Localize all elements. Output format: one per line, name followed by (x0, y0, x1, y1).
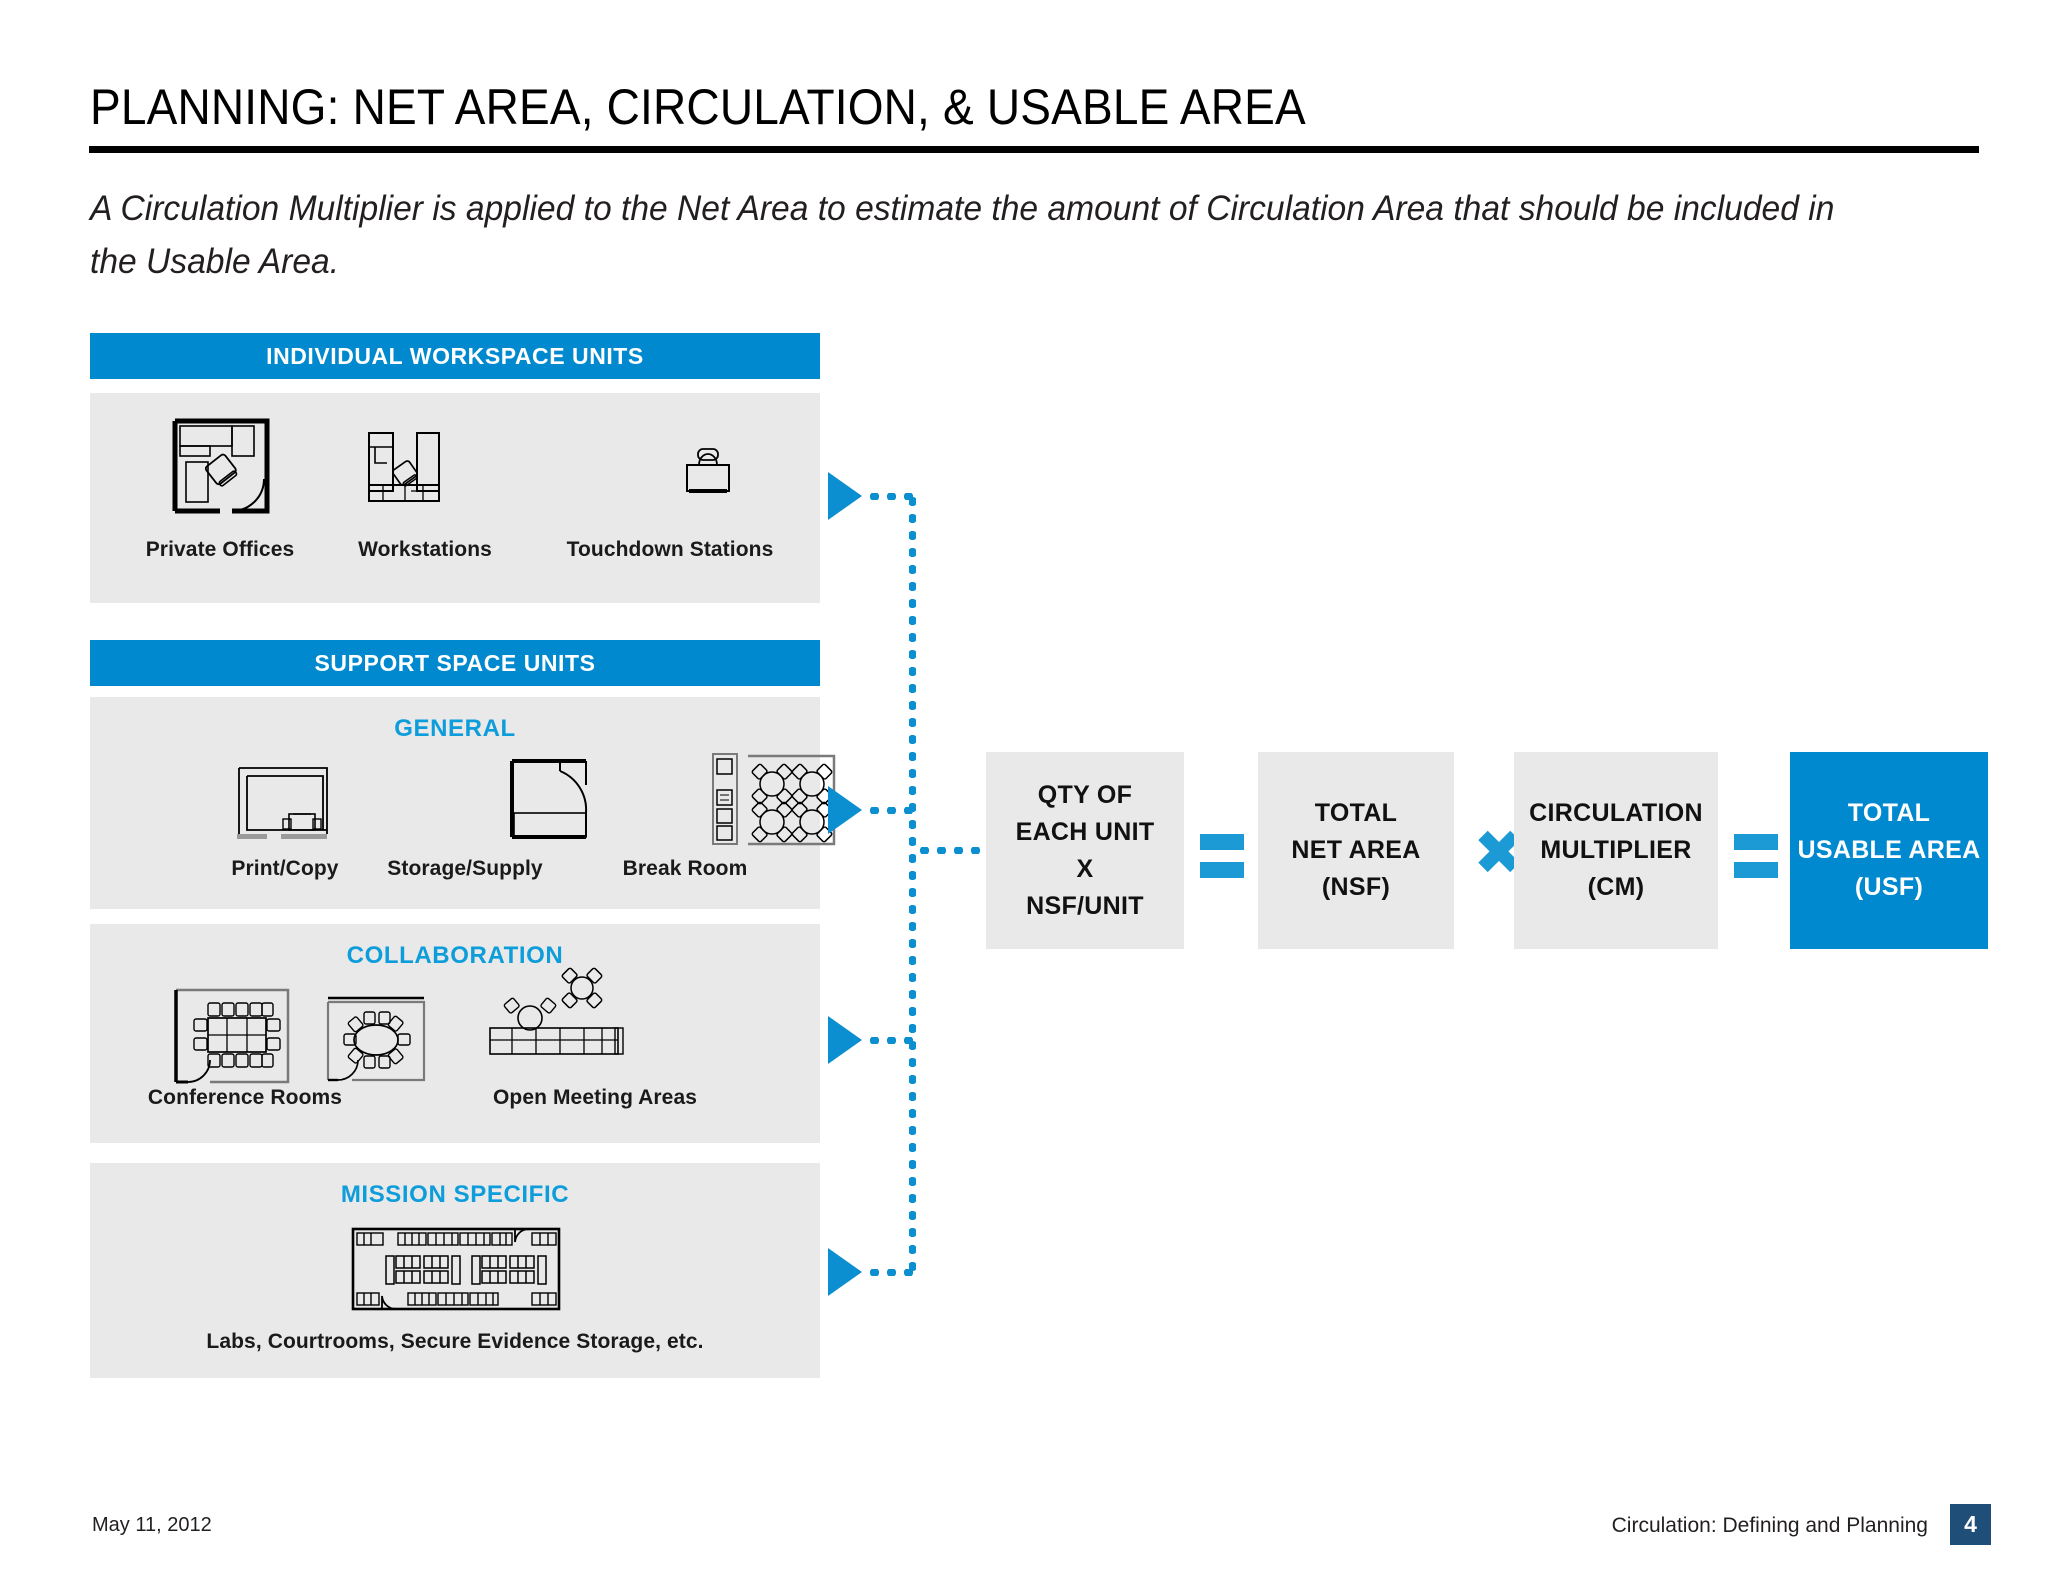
formula-net-line-2: NET AREA (1291, 836, 1421, 864)
caption-print-copy: Print/Copy (231, 857, 339, 880)
caption-touchdown-stations: Touchdown Stations (566, 538, 774, 561)
equals-sign-1 (1200, 834, 1244, 878)
formula-box-circulation-multiplier: CIRCULATION MULTIPLIER (CM) (1514, 752, 1718, 949)
formula-usf-line-1: TOTAL (1847, 799, 1931, 827)
page-title: PLANNING: NET AREA, CIRCULATION, & USABL… (90, 79, 1306, 135)
lab-courtroom-floorplan-icon (350, 1226, 562, 1312)
workstation-floorplan-icon (365, 429, 443, 505)
conference-room-floorplan-icon (170, 986, 292, 1090)
panel-individual-workspace-units: Private Offices Workstations (90, 393, 820, 603)
formula-box-total-net-area: TOTAL NET AREA (NSF) (1258, 752, 1454, 949)
caption-conference-rooms: Conference Rooms (147, 1086, 343, 1109)
formula-cm-line-2: MULTIPLIER (1540, 836, 1692, 864)
caption-open-meeting-areas: Open Meeting Areas (492, 1086, 698, 1109)
footer-page-number: 4 (1950, 1504, 1991, 1545)
caption-private-offices: Private Offices (145, 538, 295, 561)
formula-net-line-1: TOTAL (1314, 799, 1398, 827)
connector-general-horizontal (866, 807, 916, 814)
formula-qty-line-2: EACH UNIT (1015, 817, 1155, 846)
formula-net-line-3: (NSF) (1321, 873, 1391, 901)
footer-date: May 11, 2012 (92, 1514, 212, 1536)
subtitle-text: A Circulation Multiplier is applied to t… (90, 189, 1835, 281)
connector-mission-horizontal (866, 1269, 916, 1276)
open-meeting-room-oval-table-icon (324, 992, 428, 1088)
band-support-space-units: SUPPORT SPACE UNITS (90, 640, 820, 686)
open-meeting-area-icon (488, 966, 678, 1076)
caption-mission-specific-items: Labs, Courtrooms, Secure Evidence Storag… (206, 1330, 704, 1353)
break-room-floorplan-icon (710, 750, 838, 850)
formula-qty-line-1: QTY OF (1037, 780, 1133, 809)
group-title-general: GENERAL (394, 715, 516, 742)
panel-general: GENERAL Print/Copy (90, 697, 836, 909)
formula-qty-line-3: X (1076, 854, 1094, 883)
private-office-floorplan-icon (172, 418, 270, 514)
formula-cm-line-3: (CM) (1587, 873, 1645, 901)
formula-usf-line-2: USABLE AREA (1797, 836, 1981, 864)
arrow-individual-workspace (828, 472, 862, 520)
caption-break-room: Break Room (622, 857, 748, 880)
touchdown-station-icon (675, 443, 741, 501)
group-title-mission-specific: MISSION SPECIFIC (340, 1181, 570, 1208)
arrow-general (828, 786, 862, 834)
print-copy-floorplan-icon (235, 764, 331, 842)
connector-collaboration-horizontal (866, 1037, 916, 1044)
formula-box-total-usable-area: TOTAL USABLE AREA (USF) (1790, 752, 1988, 949)
footer-deck-title: Circulation: Defining and Planning (1611, 1514, 1928, 1537)
arrow-mission-specific (828, 1248, 862, 1296)
caption-storage-supply: Storage/Supply (387, 857, 543, 880)
group-title-collaboration: COLLABORATION (346, 942, 564, 969)
title-divider (89, 146, 1979, 153)
formula-cm-line-1: CIRCULATION (1529, 799, 1703, 827)
connector-individual-horizontal (866, 493, 916, 500)
band-individual-workspace-units: INDIVIDUAL WORKSPACE UNITS (90, 333, 820, 379)
formula-box-qty: QTY OF EACH UNIT X NSF/UNIT (986, 752, 1184, 949)
connector-to-formula (916, 847, 988, 854)
panel-mission-specific: MISSION SPECIFIC (90, 1163, 820, 1378)
formula-usf-line-3: (USF) (1854, 873, 1924, 901)
storage-supply-floorplan-icon (508, 757, 590, 845)
equals-sign-2 (1734, 834, 1778, 878)
connector-vertical-trunk (909, 493, 916, 1276)
caption-workstations: Workstations (358, 538, 492, 561)
panel-collaboration: COLLABORATION (90, 924, 820, 1143)
arrow-collaboration (828, 1016, 862, 1064)
formula-qty-line-4: NSF/UNIT (1026, 891, 1144, 920)
